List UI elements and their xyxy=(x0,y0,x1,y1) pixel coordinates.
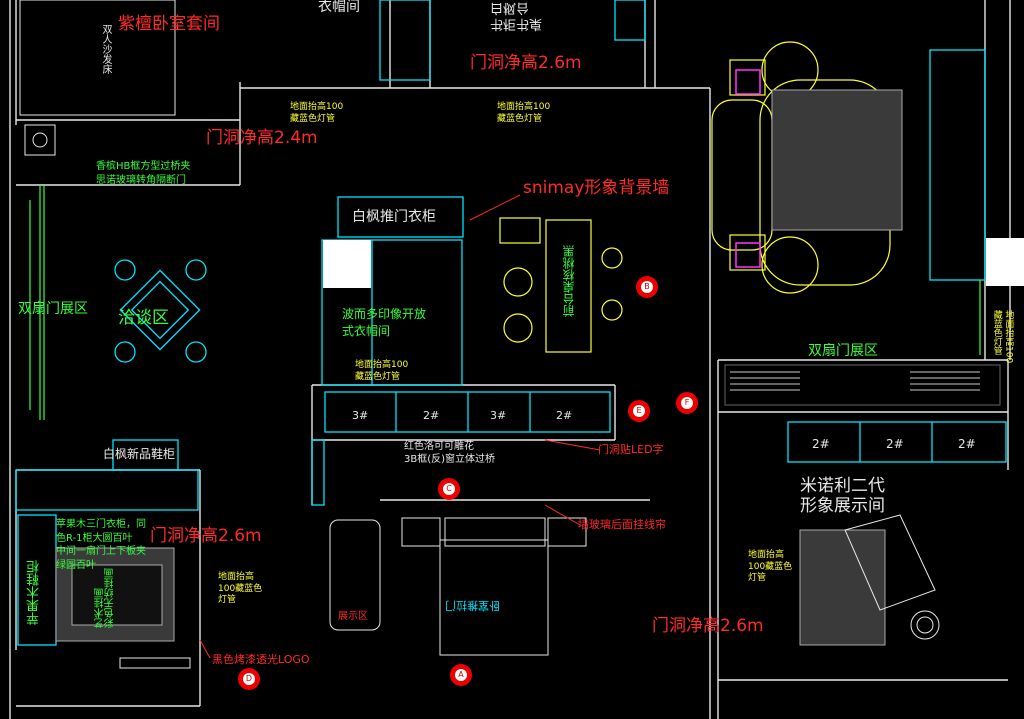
note-light-2: 地面抬高100 藏蓝色灯管 xyxy=(497,102,551,124)
room-label-bedroom: 紫檀卧室套间 xyxy=(118,14,220,34)
leader-lines xyxy=(199,194,601,659)
note-floor-label: 展示区 xyxy=(338,611,368,622)
label-open-closet: 波而多印像开放 式衣帽间 xyxy=(342,307,427,338)
section-marker-b: B xyxy=(636,276,658,298)
label-apple-cabinet: 苹果木鞋柜 xyxy=(27,560,42,625)
note-black-logo: 黑色烤漆透光LOGO xyxy=(212,653,310,666)
note-red-vase: 红色洛可可雕花 3B框(反)窗立体过桥 xyxy=(404,441,496,465)
shelf-tag: 2# xyxy=(556,409,573,422)
shelf-tag: 3# xyxy=(352,409,369,422)
label-top-wardrobe: 衣帽间 xyxy=(318,0,360,15)
note-light-1: 地面抬高100 藏蓝色灯管 xyxy=(290,102,344,124)
label-bed: 卧室推拉门 xyxy=(445,599,500,612)
label-apple-desc: 苹果木三门衣柜，同 色R-1柜大圆百叶 中间一扇门上下板夹 绿圆百叶 xyxy=(56,519,146,571)
label-arts-vert: 艺术挂画 彩色无纺挂画 xyxy=(95,568,116,628)
shelf-tag: 2# xyxy=(423,409,440,422)
wall-panel-center xyxy=(323,240,371,288)
room-label-negotiation: 洽谈区 xyxy=(118,308,169,328)
walls xyxy=(9,0,1011,719)
section-marker-f: F xyxy=(676,392,698,414)
white-furniture xyxy=(19,0,1001,669)
label-white-maple-wardrobe: 白枫推门衣柜 xyxy=(352,209,436,225)
section-marker-a: A xyxy=(450,664,472,686)
shelf-tag: 2# xyxy=(958,437,976,451)
room-label-mino: 米诺利二代 形象展示间 xyxy=(800,476,885,517)
note-glass-curtain: 墙玻璃后面挂线帘 xyxy=(578,518,666,531)
room-label-double-door-left: 双扇门展区 xyxy=(18,301,88,317)
note-light-4: 地面抬高 100藏蓝色 灯管 xyxy=(218,572,263,606)
yellow-furniture xyxy=(499,41,891,353)
door-height-left-lower: 门洞净高2.6m xyxy=(150,526,262,546)
note-light-3: 地面抬高100 藏蓝色灯管 xyxy=(355,360,409,382)
door-height-top: 门洞净高2.6m xyxy=(470,53,582,73)
shelf-tag: 3# xyxy=(490,409,507,422)
note-glass-door: 香槟HB框方型过桥夹 思诺玻璃转角隔断门 xyxy=(96,161,191,186)
rugs xyxy=(55,89,903,646)
section-marker-c: C xyxy=(438,478,460,500)
label-bed-vert: 双人沙发床 xyxy=(100,24,111,74)
shelf-tag: 2# xyxy=(886,437,904,451)
label-shoe-cabinet: 白枫新品鞋柜 xyxy=(103,447,176,461)
room-label-double-door-right: 双扇门展区 xyxy=(808,343,878,359)
room-label-snimay-wall: snimay形象背景墙 xyxy=(523,178,670,198)
cyan-furniture xyxy=(15,0,1007,646)
green-walls xyxy=(29,185,981,420)
note-led-text: 门洞贴LED字 xyxy=(598,443,664,456)
note-light-6: 地面抬高 100藏蓝色 灯管 xyxy=(748,550,793,584)
label-front-desk: 前台桌核桃黑 xyxy=(562,245,576,317)
shelf-tag: 2# xyxy=(812,437,830,451)
door-height-right-lower: 门洞净高2.6m xyxy=(652,616,764,636)
note-light-5: 地面抬高100 藏蓝色灯管 xyxy=(991,310,1014,364)
section-marker-e: E xyxy=(628,400,650,422)
label-top-bookcase: 书柜书桌 白枫台 xyxy=(490,0,543,32)
door-height-left-upper: 门洞净高2.4m xyxy=(206,128,318,148)
section-marker-d: D xyxy=(238,668,260,690)
wall-panel-right xyxy=(986,238,1024,286)
